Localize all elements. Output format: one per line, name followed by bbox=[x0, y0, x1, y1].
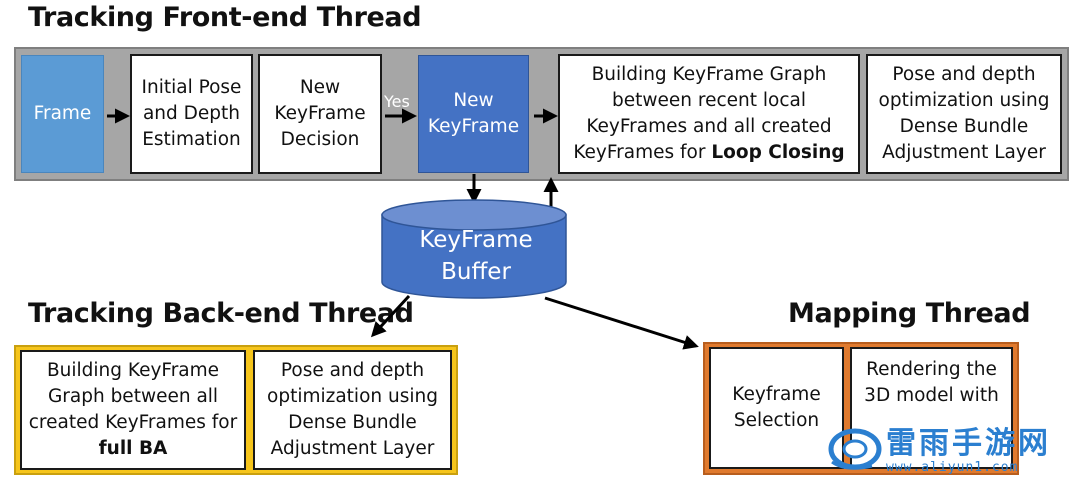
loop-closing-bold: Loop Closing bbox=[711, 142, 845, 163]
full-ba-bold: full BA bbox=[98, 438, 168, 459]
keyframe-buffer-label: KeyFrame Buffer bbox=[380, 224, 572, 288]
initial-pose-depth-box: Initial Pose and Depth Estimation bbox=[130, 54, 253, 174]
decision-line: KeyFrame bbox=[274, 103, 366, 124]
backend-thread-title: Tracking Back-end Thread bbox=[28, 298, 414, 329]
new-keyframe-line: KeyFrame bbox=[427, 116, 520, 137]
initial-pose-line: and Depth bbox=[142, 103, 241, 124]
backend-opt-line: optimization using bbox=[267, 386, 438, 407]
initial-pose-line: Estimation bbox=[142, 129, 241, 150]
frontend-building-graph-box: Building KeyFrame Graph between recent l… bbox=[558, 54, 860, 174]
backend-opt-line: Pose and depth bbox=[280, 360, 425, 381]
frontend-graph-line: between recent local bbox=[612, 90, 806, 111]
frame-box: Frame bbox=[21, 55, 104, 173]
yes-label: Yes bbox=[384, 92, 410, 111]
loop-closing-prefix: KeyFrames for bbox=[573, 142, 712, 163]
backend-pose-depth-opt-box: Pose and depth optimization using Dense … bbox=[253, 350, 452, 470]
frontend-pose-depth-opt-box: Pose and depth optimization using Dense … bbox=[866, 54, 1062, 174]
keyframe-selection-line: Selection bbox=[733, 410, 820, 431]
rendering-line: 3D model with bbox=[864, 385, 999, 406]
frontend-opt-line: Adjustment Layer bbox=[882, 142, 1046, 163]
backend-graph-line: Building KeyFrame bbox=[46, 360, 220, 381]
mapping-thread-title: Mapping Thread bbox=[788, 298, 1031, 329]
arrow-buffer-to-mapping bbox=[544, 296, 699, 350]
site-watermark: 雷雨手游网 www.aliyun1.com bbox=[828, 418, 1076, 476]
rendering-line: Rendering the bbox=[866, 359, 997, 380]
decision-line: New bbox=[299, 77, 341, 98]
backend-graph-line: created KeyFrames for bbox=[28, 412, 238, 433]
backend-graph-line: Graph between all bbox=[47, 386, 219, 407]
keyframe-buffer-cylinder bbox=[381, 199, 567, 299]
frontend-opt-line: Dense Bundle bbox=[899, 116, 1029, 137]
keyframe-selection-box: Keyframe Selection bbox=[709, 347, 844, 469]
backend-opt-line: Adjustment Layer bbox=[270, 438, 435, 459]
backend-opt-line: Dense Bundle bbox=[288, 412, 417, 433]
frontend-opt-line: optimization using bbox=[878, 90, 1050, 111]
watermark-logo-icon bbox=[828, 428, 882, 470]
buffer-line: Buffer bbox=[441, 259, 511, 285]
frontend-graph-line: KeyFrames and all created bbox=[586, 116, 832, 137]
frontend-thread-title: Tracking Front-end Thread bbox=[28, 2, 422, 33]
initial-pose-line: Initial Pose bbox=[141, 77, 242, 98]
buffer-line: KeyFrame bbox=[419, 227, 533, 253]
watermark-url: www.aliyun1.com bbox=[886, 460, 1019, 475]
watermark-chinese-text: 雷雨手游网 bbox=[886, 426, 1051, 461]
keyframe-selection-line: Keyframe bbox=[732, 384, 821, 405]
decision-line: Decision bbox=[280, 129, 360, 150]
frontend-graph-line: Building KeyFrame Graph bbox=[591, 64, 827, 85]
backend-building-graph-box: Building KeyFrame Graph between all crea… bbox=[20, 350, 246, 470]
arrow-buffer-to-backend bbox=[370, 294, 411, 338]
new-keyframe-decision-box: New KeyFrame Decision bbox=[258, 54, 382, 174]
new-keyframe-box: New KeyFrame bbox=[418, 55, 529, 173]
new-keyframe-line: New bbox=[453, 90, 494, 111]
frontend-graph-last-line: KeyFrames for Loop Closing bbox=[573, 140, 844, 166]
frontend-opt-line: Pose and depth bbox=[892, 64, 1036, 85]
frame-label: Frame bbox=[33, 103, 92, 124]
